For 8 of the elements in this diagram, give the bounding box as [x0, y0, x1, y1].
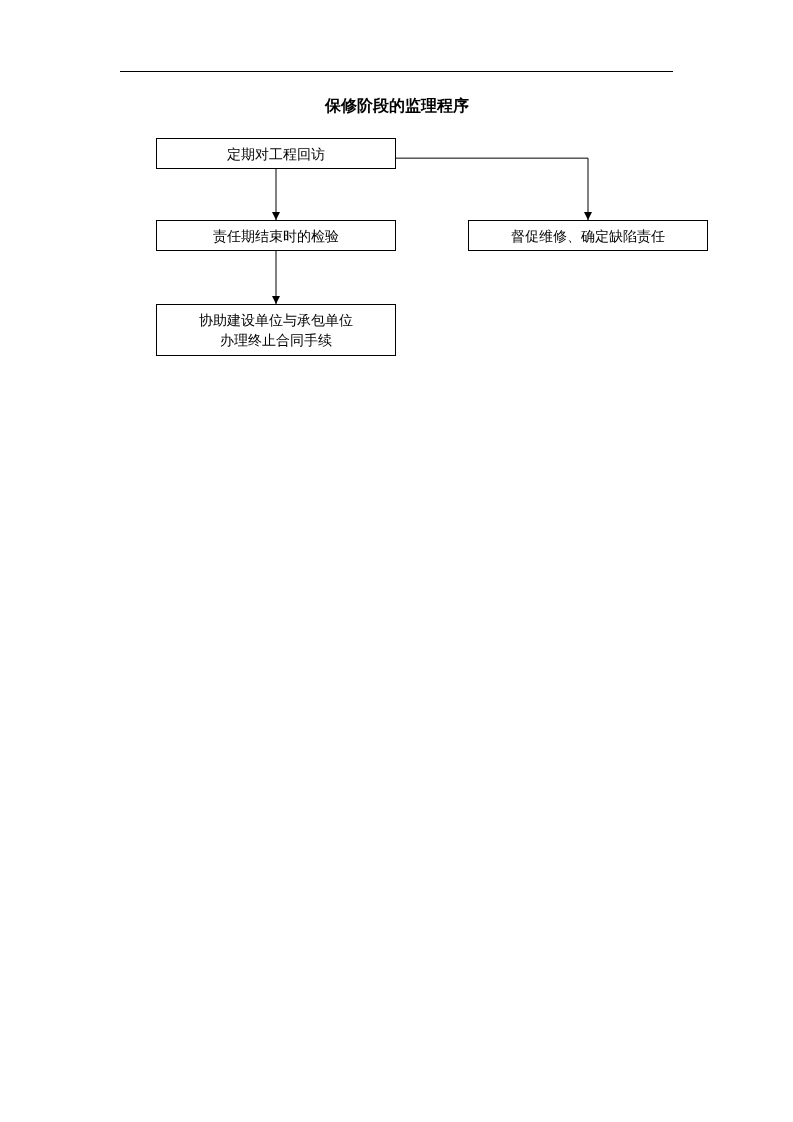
arrow [272, 250, 280, 305]
title: 保修阶段的监理程序 [324, 96, 469, 115]
process-box: 督促维修、确定缺陷责任 [468, 220, 708, 251]
process-box: 协助建设单位与承包单位办理终止合同手续 [156, 304, 396, 356]
arrow [272, 168, 280, 221]
process-box: 责任期结束时的检验 [156, 220, 396, 251]
arrow [395, 157, 592, 221]
process-box: 定期对工程回访 [156, 138, 396, 169]
